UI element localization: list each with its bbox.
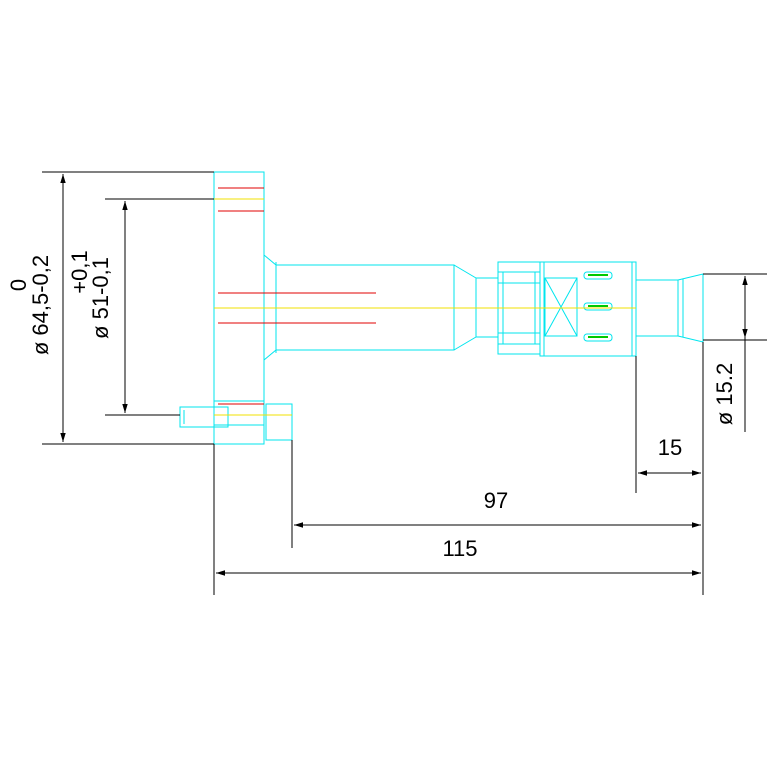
body-taper	[453, 264, 477, 351]
outer-diameter-upper-dev: 0	[6, 279, 31, 291]
tip-taper	[677, 273, 704, 343]
dimension-lines	[42, 171, 767, 595]
length-97-label: 97	[484, 488, 508, 513]
center-lines	[214, 198, 636, 416]
bolt-stud	[179, 406, 229, 428]
inner-diameter-label: ø 51-0,1	[88, 257, 113, 339]
bolt-head	[265, 403, 293, 441]
cross-mark	[544, 277, 578, 337]
flange-neck	[263, 254, 277, 361]
outer-diameter-label: ø 64,5-0,2	[28, 255, 53, 355]
connector-insert	[544, 277, 578, 337]
total-length-label: 115	[442, 536, 477, 561]
hidden-lines	[218, 187, 376, 405]
inner-diameter-upper-dev: +0,1	[67, 250, 92, 293]
tip-collar	[635, 279, 679, 337]
dimension-labels: 0 ø 64,5-0,2 +0,1 ø 51-0,1 ø 15.2 15 97 …	[6, 250, 737, 561]
connector-housing	[539, 261, 637, 357]
connector-pins	[588, 274, 608, 338]
tip-length-label: 15	[658, 435, 682, 460]
tip-diameter-label: ø 15.2	[712, 363, 737, 425]
